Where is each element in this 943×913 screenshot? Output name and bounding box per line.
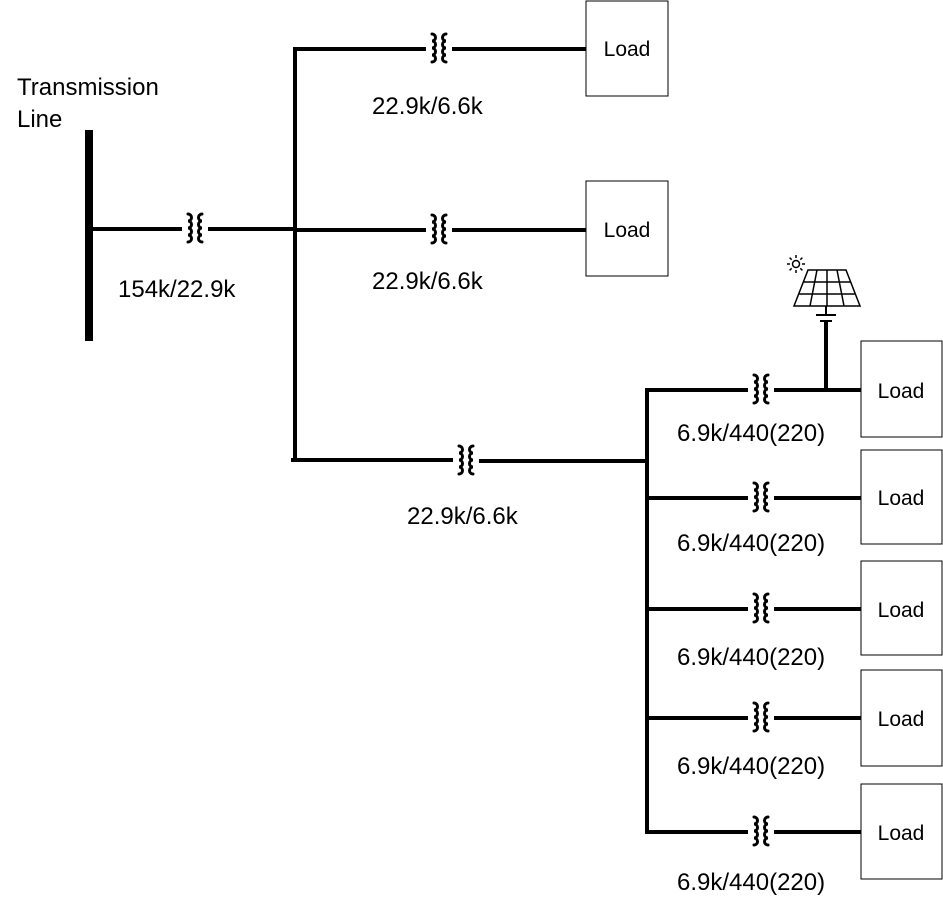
load-label-3: Load [878,380,925,403]
load-box-7 [860,783,943,880]
sub1-transformer-label: 6.9k/440(220) [677,420,825,447]
sub3-transformer-label: 6.9k/440(220) [677,644,825,671]
load-label-6: Load [878,708,925,731]
load-box-4 [860,449,943,545]
solar-panel-icon [792,269,862,307]
load-label-1: Load [604,38,651,61]
main-transformer-label: 154k/22.9k [118,276,236,303]
sun-icon [787,255,805,273]
load-box-6 [860,669,943,767]
transmission-line-label-1: Transmission [17,74,159,101]
sub4-transformer-label: 6.9k/440(220) [677,753,825,780]
transformer-icon [430,213,448,245]
branch3-transformer-label: 22.9k/6.6k [407,503,519,530]
transformer-icon [430,32,448,64]
load-box-2 [585,180,669,277]
transformer-icon [186,212,204,244]
load-label-7: Load [878,822,925,845]
transformer-icon [752,815,770,847]
transformer-icon [752,373,770,405]
transmission-line-label-2: Line [17,106,62,133]
load-label-2: Load [604,219,651,242]
branch1-transformer-label: 22.9k/6.6k [372,93,484,120]
transformer-icon [752,701,770,733]
load-box-1 [585,0,669,97]
load-label-4: Load [878,487,925,510]
transformer-icon [752,481,770,513]
load-label-5: Load [878,599,925,622]
load-box-3 [860,340,943,438]
sub5-transformer-label: 6.9k/440(220) [677,869,825,896]
sub2-transformer-label: 6.9k/440(220) [677,530,825,557]
transformer-icon [457,444,475,476]
load-box-5 [860,560,943,656]
transformer-icon [752,592,770,624]
branch2-transformer-label: 22.9k/6.6k [372,268,484,295]
